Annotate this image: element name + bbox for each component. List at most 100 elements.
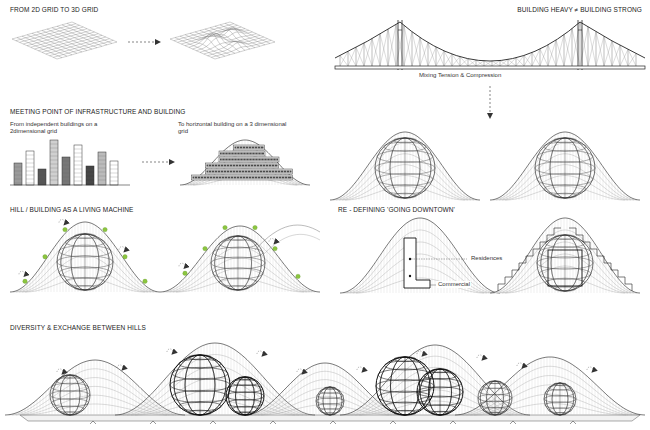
window-mullion <box>239 177 240 179</box>
hill-contour <box>493 230 637 293</box>
floor-line <box>26 163 34 164</box>
hill-mesh <box>468 364 469 415</box>
hill-mesh <box>195 265 196 292</box>
bridge-truss <box>348 47 356 66</box>
hill-contour <box>474 403 626 415</box>
floor-line <box>26 155 34 156</box>
bridge-truss <box>340 56 348 67</box>
sphere-parallel <box>65 277 105 286</box>
sphere-parallel <box>179 359 221 368</box>
hill-mesh <box>603 256 604 293</box>
bridge-truss <box>380 29 388 66</box>
floor-line <box>50 156 58 157</box>
ground-arrow <box>210 421 216 424</box>
building-layer <box>192 175 293 180</box>
hill-mesh <box>431 150 432 200</box>
hill-mesh <box>552 223 553 293</box>
sphere-parallel <box>59 246 111 257</box>
sphere-parallel <box>228 286 249 291</box>
hill-contour <box>190 169 298 185</box>
bridge-hanger <box>356 47 357 66</box>
sphere-parallel <box>316 398 344 404</box>
floor-line <box>86 170 94 171</box>
leader-line <box>430 285 436 286</box>
bridge-truss <box>348 51 356 66</box>
building-bar <box>74 145 82 185</box>
hill-mesh <box>282 262 283 292</box>
sphere-meridian <box>379 138 431 198</box>
hill-mesh <box>402 364 403 415</box>
hill-mesh <box>255 232 256 292</box>
bridge-hanger <box>596 32 597 66</box>
window-mullion <box>242 177 243 179</box>
window-mullion <box>234 153 235 155</box>
hill-mesh <box>387 381 388 415</box>
hill-mesh <box>180 282 181 292</box>
floor-line <box>26 167 34 168</box>
flow-arrow <box>269 239 275 244</box>
green-dot <box>23 279 27 283</box>
hill-mesh <box>270 246 271 292</box>
hill-mesh <box>603 167 604 200</box>
hill-mesh <box>48 256 49 292</box>
hill-mesh <box>121 371 122 415</box>
hill-mesh <box>570 219 571 293</box>
building-bar <box>38 169 46 185</box>
sphere-parallel <box>59 267 111 278</box>
hill-mesh <box>531 250 532 293</box>
sphere-parallel <box>232 406 259 412</box>
bridge-truss <box>484 61 492 66</box>
sphere-meridian <box>225 236 252 290</box>
ribbon <box>262 234 320 256</box>
window-mullion <box>265 171 266 173</box>
sphere-parallel <box>539 247 591 258</box>
sphere-parallel <box>544 142 586 151</box>
hill-mesh <box>446 171 447 200</box>
sphere-parallel <box>385 361 426 370</box>
sphere-parallel <box>539 268 591 279</box>
grid-line <box>62 25 107 45</box>
floor-line <box>38 177 46 178</box>
bridge-hanger <box>532 53 533 67</box>
sphere-meridian <box>550 138 580 198</box>
window-mullion <box>221 177 222 179</box>
hill-mesh <box>91 360 92 415</box>
hill-mesh <box>522 264 523 293</box>
window-mullion <box>284 177 285 179</box>
window-mullion <box>237 153 238 155</box>
grid-line <box>67 23 112 43</box>
sphere-meridian <box>440 369 441 415</box>
floor-line <box>74 157 82 158</box>
bridge-truss <box>364 43 372 66</box>
hill-mesh <box>22 410 23 415</box>
hill-mesh <box>138 278 139 292</box>
hill-mesh <box>97 360 98 415</box>
hill-mesh <box>586 375 587 415</box>
section-heading: HILL / BUILDING AS A LIVING MACHINE <box>10 206 134 214</box>
hill-mesh <box>352 376 353 415</box>
grid-line <box>208 39 268 56</box>
floor-line <box>26 175 34 176</box>
sphere-meridian <box>546 383 574 415</box>
hill-contour <box>173 268 307 292</box>
hill-mesh <box>399 367 400 415</box>
hill-mesh <box>201 258 202 292</box>
hill-mesh <box>558 220 559 293</box>
hill-mesh <box>369 400 370 415</box>
hill-contour <box>466 385 632 415</box>
window-mullion <box>233 177 234 179</box>
sphere-parallel <box>535 161 595 174</box>
hill-mesh <box>51 252 52 292</box>
window-mullion <box>217 165 218 167</box>
sphere-meridian <box>552 383 568 415</box>
hill-mesh <box>606 261 607 293</box>
hill-mesh <box>81 223 82 293</box>
sphere-parallel <box>554 193 577 198</box>
window-mullion <box>244 171 245 173</box>
hill-mesh <box>70 370 71 415</box>
bridge-truss <box>396 25 404 66</box>
window-mullion <box>241 171 242 173</box>
hill-fill <box>490 132 640 200</box>
building-layer <box>206 163 279 168</box>
hill-mesh <box>210 246 211 292</box>
